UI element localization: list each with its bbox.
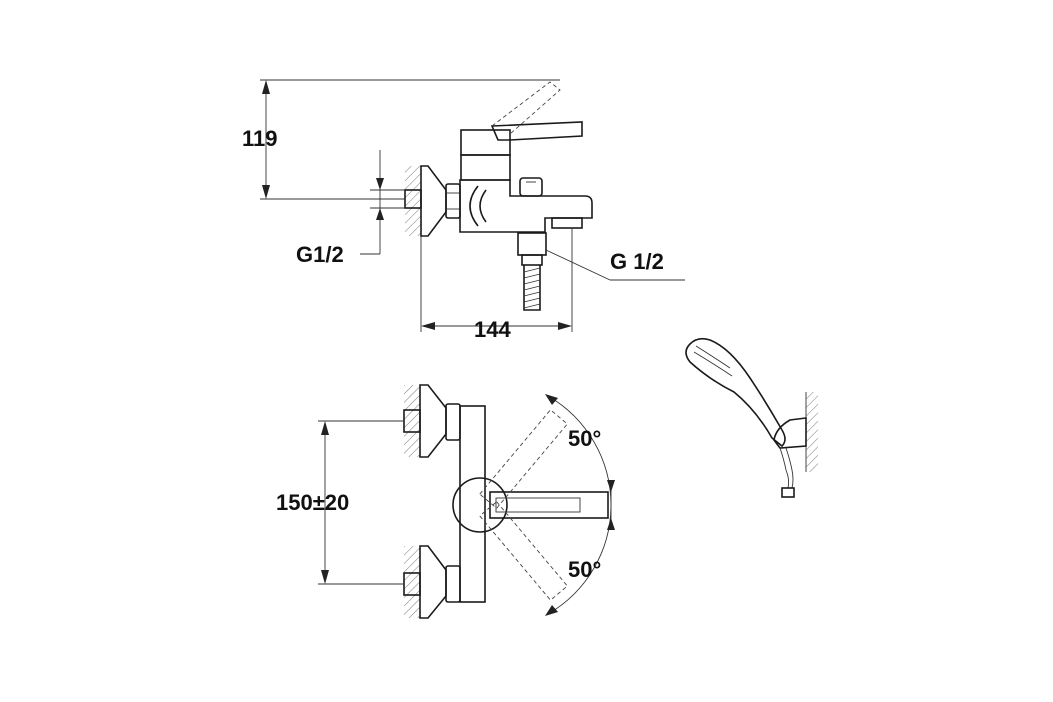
- label-angle-upper: 50°: [568, 426, 601, 451]
- body-front: [459, 405, 486, 603]
- spout: [551, 217, 583, 229]
- shower-head: [685, 337, 786, 448]
- label-angle-lower: 50°: [568, 557, 601, 582]
- lever-front: [489, 491, 609, 519]
- escutcheon: [420, 165, 447, 237]
- lever-raised-dashed: [491, 81, 561, 135]
- front-view: 50° 50° 150±20: [276, 384, 615, 619]
- shower-wall-hatch: [806, 392, 818, 472]
- dim-outlet-thread: G 1/2: [545, 249, 685, 281]
- label-119: 119: [242, 126, 278, 151]
- outlet-nut: [517, 232, 547, 256]
- wall-hatch-upper: [404, 385, 420, 457]
- mixer-body: [459, 179, 593, 233]
- dim-center-distance: 150±20: [276, 420, 404, 585]
- hand-shower-view: [685, 337, 818, 498]
- dim-144: 144: [420, 228, 573, 342]
- hose-connector: [781, 487, 795, 498]
- label-center-distance: 150±20: [276, 490, 349, 515]
- label-inlet-thread: G1/2: [296, 242, 344, 267]
- body-curve: [469, 185, 479, 227]
- diverter-knob: [519, 177, 543, 197]
- escutcheon-upper: [419, 384, 447, 458]
- hose: [523, 265, 541, 311]
- wall-hatch-lower: [404, 546, 420, 618]
- label-outlet-thread: G 1/2: [610, 249, 664, 274]
- dim-119: 119: [242, 79, 560, 200]
- union-nut: [445, 183, 461, 219]
- cartridge-cap: [460, 129, 511, 156]
- shower-bracket: [773, 417, 807, 449]
- label-144: 144: [474, 317, 511, 342]
- cartridge-front: [452, 477, 508, 533]
- lever-rotated-up: [479, 409, 568, 509]
- angle-arcs: 50° 50°: [545, 394, 615, 616]
- escutcheon-lower: [419, 545, 447, 619]
- lever-rotated-down: [479, 501, 568, 601]
- wall-hatch: [405, 166, 421, 236]
- shower-hose: [779, 447, 790, 489]
- side-view: 119 G1/2 G 1/2 144: [242, 79, 685, 342]
- lever-handle: [490, 121, 583, 141]
- dim-inlet-thread: G1/2: [296, 150, 405, 267]
